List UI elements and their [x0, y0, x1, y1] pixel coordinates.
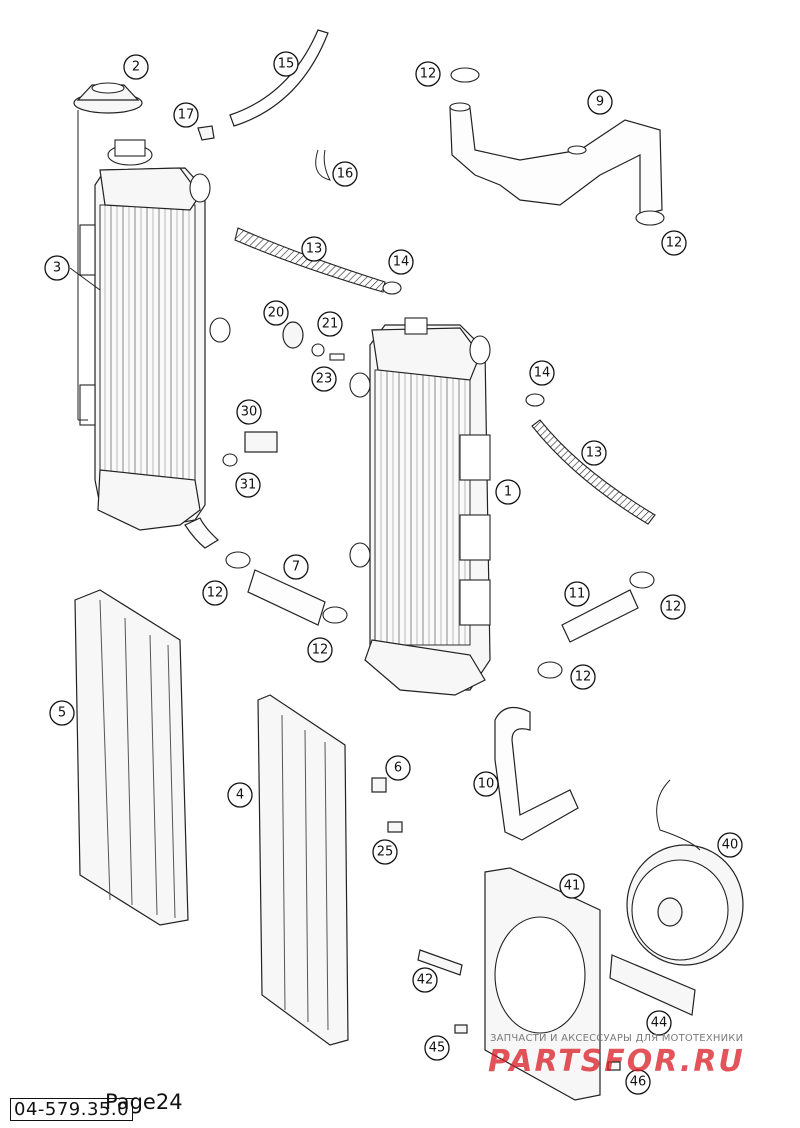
callout-44: 44	[646, 1010, 672, 1036]
callout-12b-label: 12	[666, 236, 683, 251]
callout-46: 46	[625, 1069, 651, 1095]
screw-46	[607, 1061, 621, 1071]
callout-14a-label: 14	[393, 255, 410, 270]
callout-10-label: 10	[478, 777, 495, 792]
hose-7	[247, 569, 326, 626]
callout-17: 17	[173, 102, 199, 128]
callout-25-label: 25	[377, 845, 394, 860]
callout-30-label: 30	[241, 405, 258, 420]
drawing-number: 04-579.35.0	[10, 1098, 134, 1121]
right-radiator	[349, 317, 491, 696]
callout-17-label: 17	[178, 108, 195, 123]
callout-15-label: 15	[278, 57, 295, 72]
callout-13b-label: 13	[586, 446, 603, 461]
temperature-sensor	[222, 431, 278, 467]
callout-12b: 12	[661, 230, 687, 256]
screw-45	[454, 1024, 468, 1034]
callout-1: 1	[495, 479, 521, 505]
watermark-logo: PARTSFOR.RU	[488, 1044, 745, 1079]
hose-10	[494, 706, 579, 841]
radiator-cap	[73, 82, 143, 114]
left-radiator	[79, 139, 231, 549]
callout-20: 20	[263, 300, 289, 326]
callout-12a-label: 12	[420, 67, 437, 82]
callout-9-label: 9	[596, 95, 604, 110]
callout-21-label: 21	[322, 317, 339, 332]
callout-12a: 12	[415, 61, 441, 87]
callout-16: 16	[332, 161, 358, 187]
page-label: Page24	[105, 1090, 183, 1114]
watermark-subtitle: ЗАПЧАСТИ И АКСЕССУАРЫ ДЛЯ МОТОТЕХНИКИ	[490, 1033, 744, 1044]
pad-44	[609, 954, 696, 1016]
hose-9	[449, 102, 663, 216]
callout-23-label: 23	[316, 372, 333, 387]
callout-45-label: 45	[429, 1041, 446, 1056]
fan-shroud	[484, 867, 601, 1101]
callout-12d: 12	[307, 637, 333, 663]
callout-40-label: 40	[722, 838, 739, 853]
strip-42	[417, 949, 463, 976]
callout-46-label: 46	[630, 1075, 647, 1090]
callout-4-label: 4	[236, 788, 244, 803]
callout-6-label: 6	[394, 761, 402, 776]
callout-31-label: 31	[240, 478, 257, 493]
callout-15: 15	[273, 51, 299, 77]
callout-20-label: 20	[268, 306, 285, 321]
callout-13a: 13	[301, 236, 327, 262]
mounting-hardware	[282, 321, 345, 361]
callout-1-label: 1	[504, 485, 512, 500]
callout-12d-label: 12	[312, 643, 329, 658]
callout-30: 30	[236, 399, 262, 425]
callout-40: 40	[717, 832, 743, 858]
callout-11: 11	[564, 581, 590, 607]
callout-45: 45	[424, 1035, 450, 1061]
callout-12c: 12	[202, 580, 228, 606]
callout-6: 6	[385, 755, 411, 781]
callout-42-label: 42	[417, 973, 434, 988]
callout-2-label: 2	[132, 60, 140, 75]
callout-12e: 12	[660, 594, 686, 620]
hose-15	[229, 29, 329, 127]
hose-clamps	[225, 67, 665, 679]
bolt-25	[387, 821, 403, 833]
callout-21: 21	[317, 311, 343, 337]
hose-11	[561, 589, 639, 643]
callout-7: 7	[283, 554, 309, 580]
callout-13a-label: 13	[306, 242, 323, 257]
callout-23: 23	[311, 366, 337, 392]
nut-6	[371, 777, 387, 793]
callout-9: 9	[587, 89, 613, 115]
callout-12e-label: 12	[665, 600, 682, 615]
callout-12c-label: 12	[207, 586, 224, 601]
radiator-louver-right	[257, 694, 349, 1046]
clip-17	[197, 125, 215, 141]
callout-31: 31	[235, 472, 261, 498]
callout-41-label: 41	[564, 879, 581, 894]
callout-5-label: 5	[58, 706, 66, 721]
callout-5: 5	[49, 700, 75, 726]
callout-12f-label: 12	[575, 670, 592, 685]
callout-44-label: 44	[651, 1016, 668, 1031]
callout-16-label: 16	[337, 167, 354, 182]
callout-11-label: 11	[569, 587, 586, 602]
callout-14b-label: 14	[534, 366, 551, 381]
radiator-louver-left	[74, 589, 189, 926]
breather-hose-13-right	[531, 419, 656, 525]
callout-3: 3	[44, 255, 70, 281]
callout-10: 10	[473, 771, 499, 797]
callout-41: 41	[559, 873, 585, 899]
callout-13b: 13	[581, 440, 607, 466]
clip-16	[315, 149, 331, 181]
callout-12f: 12	[570, 664, 596, 690]
cooling-fan	[626, 779, 744, 966]
callout-4: 4	[227, 782, 253, 808]
callout-25: 25	[372, 839, 398, 865]
callout-42: 42	[412, 967, 438, 993]
callout-14a: 14	[388, 249, 414, 275]
callout-3-label: 3	[53, 261, 61, 276]
callout-7-label: 7	[292, 560, 300, 575]
callout-2: 2	[123, 54, 149, 80]
callout-14b: 14	[529, 360, 555, 386]
